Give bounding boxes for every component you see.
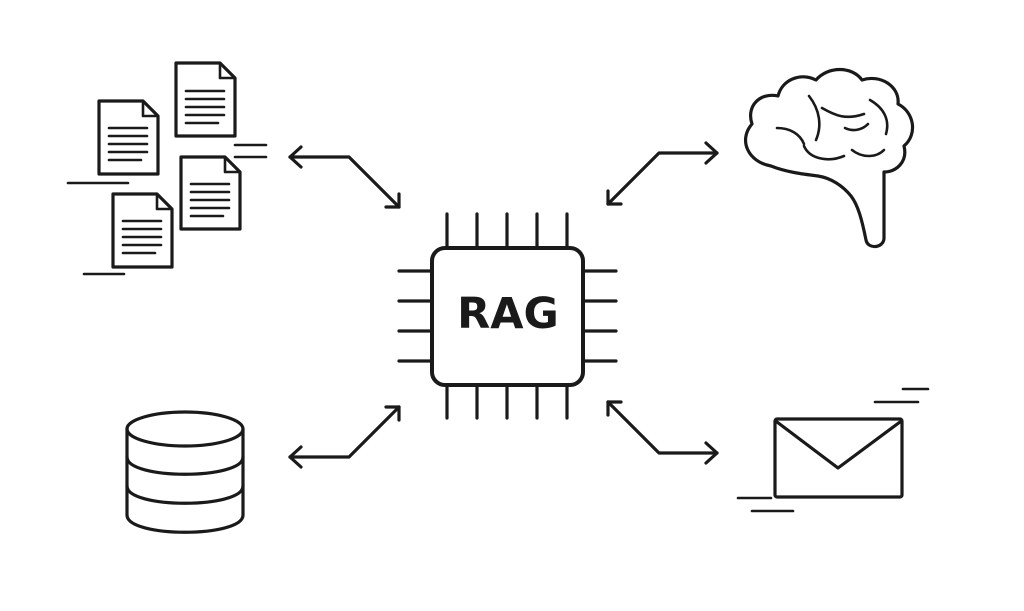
database-icon	[125, 410, 245, 534]
brain-icon	[743, 67, 915, 249]
bidirectional-arrow-icon	[606, 141, 719, 206]
chip-pins	[397, 212, 618, 420]
bidirectional-arrow-icon	[288, 145, 401, 209]
bidirectional-arrow-icon	[288, 405, 401, 469]
envelope-icon	[736, 387, 930, 513]
speed-line	[66, 143, 268, 276]
rag-chip: RAG	[397, 212, 618, 420]
document-icon	[174, 61, 237, 138]
document-stack-icon	[66, 61, 268, 276]
document-icon	[97, 99, 160, 176]
bidirectional-arrow-icon	[606, 400, 719, 465]
chip-label: RAG	[457, 289, 559, 339]
chip-body	[430, 246, 585, 387]
document-icon	[179, 155, 242, 231]
speed-line	[736, 387, 930, 513]
document-icon	[111, 192, 174, 269]
